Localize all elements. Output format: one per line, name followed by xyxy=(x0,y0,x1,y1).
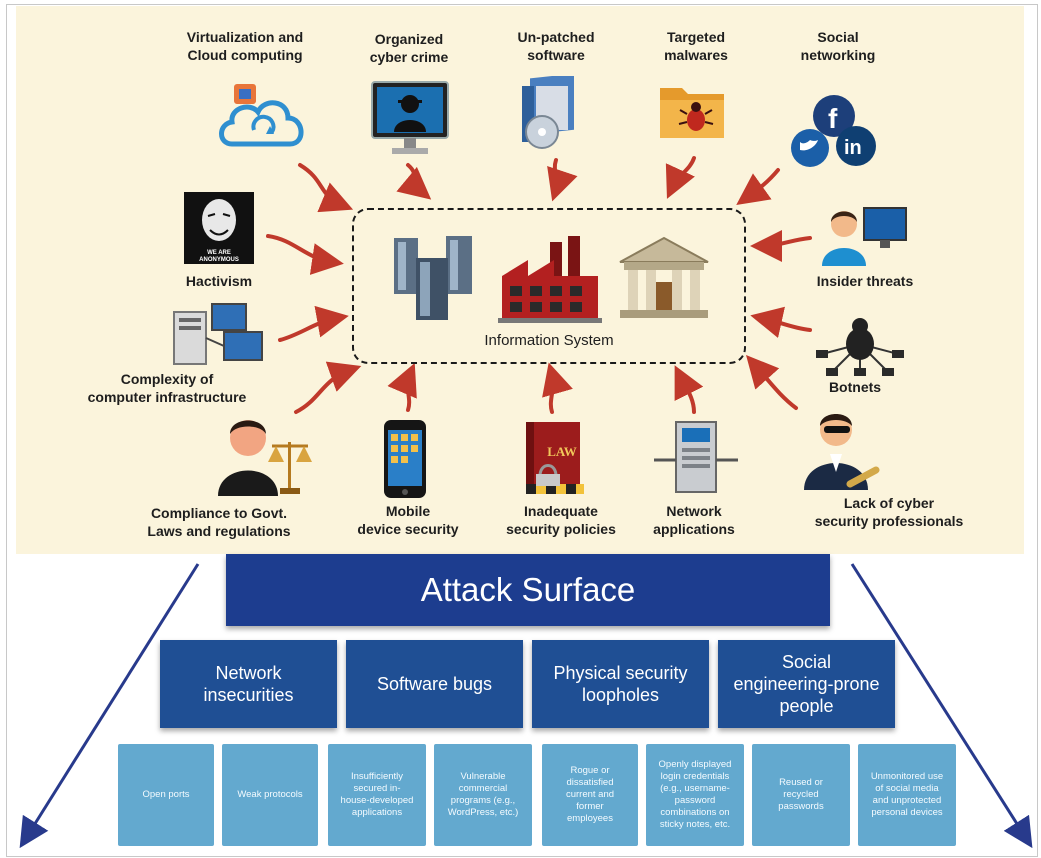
threat-label-virtualization: Virtualization and Cloud computing xyxy=(186,29,304,63)
threat-label-social-networking: Social networking xyxy=(800,29,876,63)
detail-insecure-inhouse-apps: Insufficiently secured in- house-develop… xyxy=(328,744,426,846)
security-agent-icon xyxy=(798,404,880,492)
svg-text:ANONYMOUS: ANONYMOUS xyxy=(199,257,239,263)
factory-icon xyxy=(498,232,602,324)
hacker-monitor-icon xyxy=(368,80,452,160)
bank-icon xyxy=(616,234,712,322)
svg-text:in: in xyxy=(844,137,862,159)
threat-label-unpatched: Un-patched software xyxy=(517,29,595,63)
social-media-icon: f in xyxy=(786,94,882,170)
smartphone-icon xyxy=(382,418,428,500)
threat-label-network-apps: Network applications xyxy=(653,503,735,537)
svg-text:LAW: LAW xyxy=(547,444,577,459)
cloud-sync-icon xyxy=(214,80,310,156)
detail-unmonitored-social: Unmonitored use of social media and unpr… xyxy=(858,744,956,846)
svg-text:WE ARE: WE ARE xyxy=(207,250,231,256)
detail-vulnerable-commercial: Vulnerable commercial programs (e.g., Wo… xyxy=(434,744,532,846)
svg-text:f: f xyxy=(828,103,838,134)
botnet-icon xyxy=(812,314,908,376)
detail-weak-protocols: Weak protocols xyxy=(222,744,318,846)
category-software-bugs: Software bugs xyxy=(346,640,523,728)
law-book-icon: LAW xyxy=(522,418,586,498)
detail-rogue-employees: Rogue or dissatisfied current and former… xyxy=(542,744,638,846)
network-device-icon xyxy=(654,418,738,496)
threat-label-mobile: Mobile device security xyxy=(357,503,459,537)
threat-label-policies: Inadequate security policies xyxy=(506,503,616,537)
anonymous-mask-icon: WE ARE ANONYMOUS xyxy=(184,192,254,264)
detail-reused-passwords: Reused or recycled passwords xyxy=(752,744,850,846)
category-network-insecurities: Network insecurities xyxy=(160,640,337,728)
threat-label-botnets: Botnets xyxy=(828,379,882,395)
attack-surface-banner: Attack Surface xyxy=(226,554,830,626)
threat-label-hactivism: Hactivism xyxy=(185,273,253,289)
threat-label-compliance: Compliance to Govt. Laws and regulations xyxy=(147,505,291,539)
threat-label-professionals: Lack of cyber security professionals xyxy=(814,495,964,529)
information-system-box: Information System xyxy=(352,208,746,364)
bug-folder-icon xyxy=(658,80,726,140)
information-system-label: Information System xyxy=(484,332,614,349)
category-social-engineering: Social engineering-prone people xyxy=(718,640,895,728)
threat-label-cyber-crime: Organized cyber crime xyxy=(369,31,449,65)
threat-label-insider: Insider threats xyxy=(816,273,914,289)
office-buildings-icon xyxy=(390,232,480,322)
detail-displayed-credentials: Openly displayed login credentials (e.g.… xyxy=(646,744,744,846)
threat-label-malwares: Targeted malwares xyxy=(664,29,728,63)
software-box-icon xyxy=(514,73,586,152)
judge-scales-icon xyxy=(208,412,314,498)
category-physical-security: Physical security loopholes xyxy=(532,640,709,728)
insider-user-icon xyxy=(818,204,910,268)
threat-label-complexity: Complexity of computer infrastructure xyxy=(87,371,247,405)
computer-network-icon xyxy=(172,302,264,366)
detail-open-ports: Open ports xyxy=(118,744,214,846)
